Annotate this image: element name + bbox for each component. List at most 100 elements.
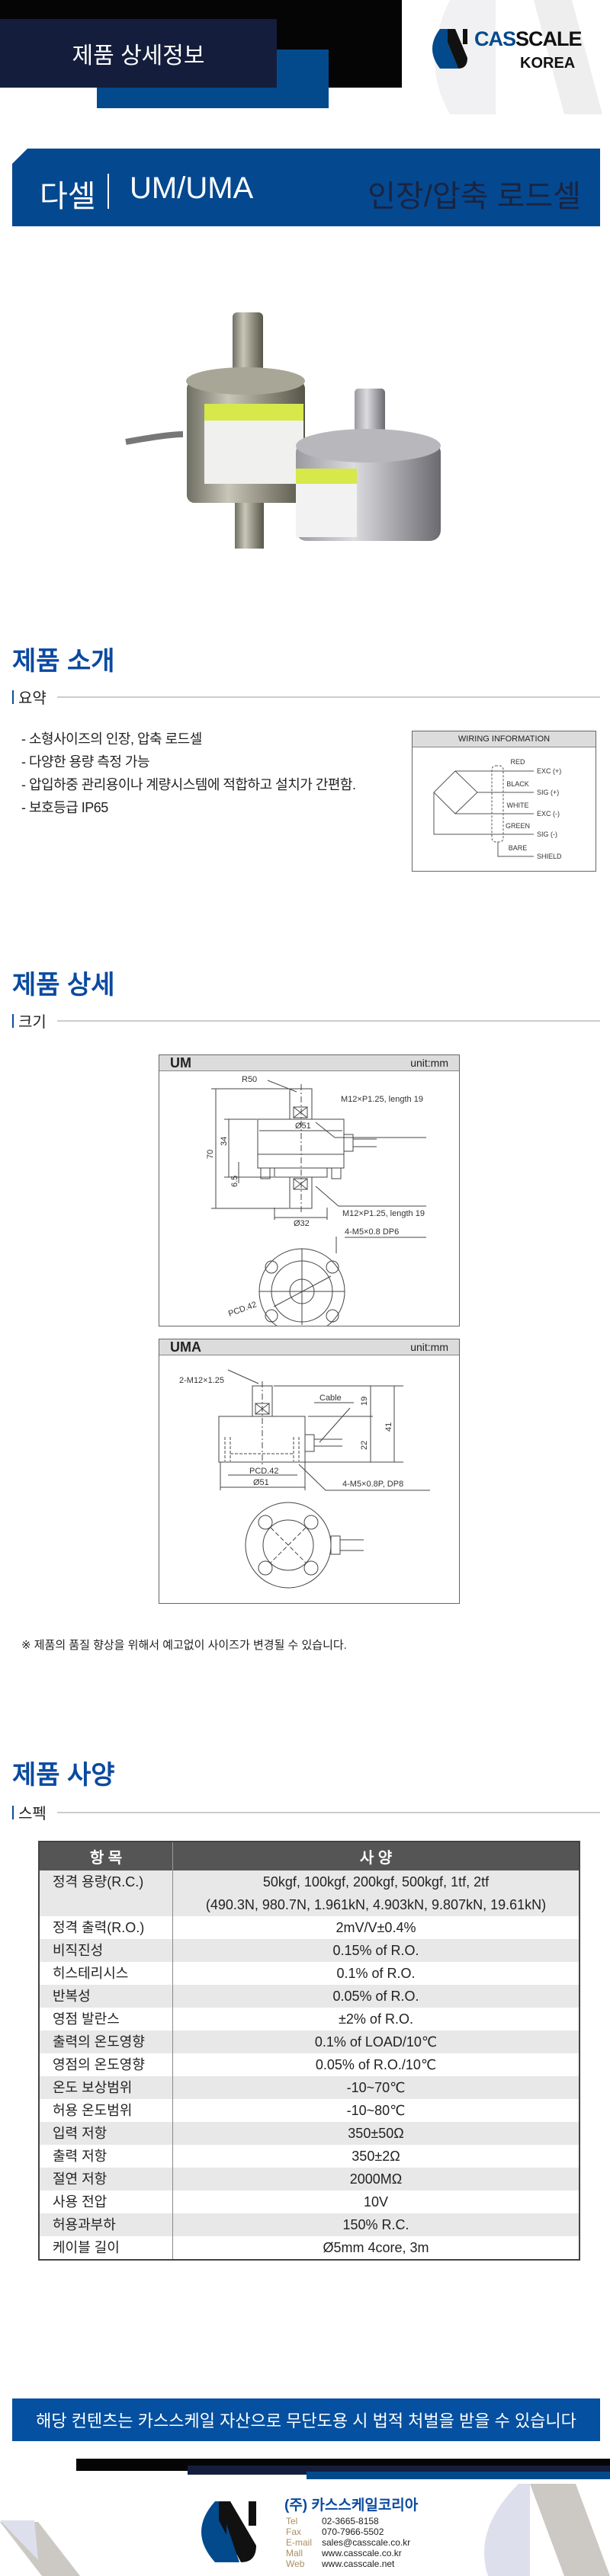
company-name: (주) 카스스케일코리아	[284, 2498, 419, 2514]
cs-logo-icon	[432, 29, 467, 69]
product-type: 인장/압축 로드셀	[368, 180, 581, 213]
wire-signal: EXC (-)	[537, 810, 560, 818]
spec-value: 0.05% of R.O.	[172, 1985, 580, 2008]
product-model: UM/UMA	[130, 171, 254, 205]
footer-watermark-left	[0, 2520, 80, 2576]
drawing-unit: unit:mm	[410, 1057, 448, 1069]
spec-item: 입력 저항	[39, 2122, 173, 2145]
page-title: 제품 상세정보	[72, 43, 205, 69]
spec-value: -10~80℃	[346, 2103, 406, 2118]
dim-label: 6.5	[230, 1176, 239, 1187]
spec-item: 비직진성	[39, 1939, 173, 1962]
dim-label: 19	[360, 1397, 369, 1406]
table-row: 허용 온도범위 -10~80℃	[39, 2099, 580, 2122]
wire-signal: SIG (-)	[537, 830, 557, 838]
spec-item: 영점 발란스	[39, 2008, 173, 2030]
dim-label: 4-M5×0.8P, DP8	[342, 1480, 403, 1489]
spec-value: -10~70℃	[172, 2076, 580, 2099]
summary-list: - 소형사이즈의 인장, 압축 로드셀 - 다양한 용량 측정 가능 - 압입하…	[21, 728, 399, 819]
table-row: 온도 보상범위-10~70℃	[39, 2076, 580, 2099]
list-item: - 보호등급 IP65	[21, 800, 108, 815]
column-header: 사 양	[172, 1842, 580, 1870]
copyright-banner: 해당 컨텐츠는 카스스케일 자산으로 무단도용 시 법적 처벌을 받을 수 있습…	[12, 2398, 600, 2441]
dim-label: 2-M12×1.25	[179, 1376, 224, 1385]
wire-color: BARE	[509, 844, 528, 852]
copyright-text: 해당 컨텐츠는 카스스케일 자산으로 무단도용 시 법적 처벌을 받을 수 있습…	[36, 2411, 576, 2430]
spec-value: 2000MΩ	[172, 2168, 580, 2190]
subsection-label: 스펙	[18, 1806, 47, 1822]
size-change-note: ※ 제품의 품질 향상을 위해서 예고없이 사이즈가 변경될 수 있습니다.	[21, 1639, 347, 1652]
section-title-spec: 제품 사양	[12, 1761, 115, 1790]
dim-label: Ø51	[253, 1478, 269, 1487]
column-header: 항 목	[39, 1842, 173, 1870]
wire-color: BLACK	[506, 780, 529, 788]
spec-value: 350±50Ω	[172, 2122, 580, 2145]
dim-label: Ø32	[294, 1219, 310, 1228]
dim-label: 70	[206, 1150, 215, 1159]
spec-value: 50kgf, 100kgf, 200kgf, 500kgf, 1tf, 2tf(…	[172, 1870, 580, 1916]
spec-item: 정격 출력(R.O.)	[39, 1916, 173, 1939]
spec-item: 온도 보상범위	[39, 2076, 173, 2099]
dim-label: R50	[242, 1075, 257, 1084]
drawing-unit: unit:mm	[410, 1341, 448, 1353]
spec-item: 출력의 온도영향	[39, 2030, 173, 2053]
wire-color: GREEN	[506, 822, 530, 830]
dim-label: 34	[220, 1137, 229, 1146]
title-divider	[108, 174, 109, 209]
list-item: - 다양한 용량 측정 가능	[21, 754, 150, 770]
dim-label: 22	[360, 1441, 369, 1450]
table-row: 케이블 길이 Ø5mm 4core, 3m	[39, 2236, 580, 2260]
subsection-summary: 요약	[12, 686, 600, 708]
spec-value: 0.1% of R.O.	[336, 1966, 416, 1981]
product-brand: 다셀	[40, 180, 96, 213]
spec-item: 절연 저항	[39, 2168, 173, 2190]
table-row: 영점 발란스 ±2% of R.O.	[39, 2008, 580, 2030]
spec-item: 케이블 길이	[39, 2236, 173, 2260]
product-title-bar	[12, 149, 600, 226]
spec-value: 2mV/V±0.4%	[336, 1920, 416, 1935]
subsection-label: 크기	[18, 1014, 47, 1031]
spec-item: 사용 전압	[39, 2190, 173, 2213]
list-item: - 소형사이즈의 인장, 압축 로드셀	[21, 731, 202, 747]
spec-item: 허용과부하	[39, 2213, 173, 2236]
spec-value: ±2% of R.O.	[339, 2011, 413, 2027]
wiring-diagram: RED EXC (+) BLACK SIG (+) WHITE EXC (-) …	[433, 758, 562, 860]
brand-logo-text: CASSCALE	[474, 27, 583, 50]
header-title-box: 제품 상세정보	[0, 19, 277, 88]
um-dimension-drawing: R50 M12×P1.25, length 19 Ø51 70 34 6.5 M…	[206, 1075, 426, 1326]
wire-signal: EXC (+)	[537, 767, 561, 775]
subsection-spec: 스펙	[12, 1801, 600, 1823]
footer-stripe	[307, 2472, 610, 2479]
spec-value: Ø5mm 4core, 3m	[323, 2240, 429, 2255]
spec-value: 150% R.C.	[172, 2213, 580, 2236]
spec-value: 0.05% of R.O./10℃	[315, 2057, 437, 2072]
company-logo-icon	[201, 2501, 256, 2562]
section-title-intro: 제품 소개	[12, 647, 115, 676]
dim-label: Ø51	[295, 1122, 311, 1131]
list-item: - 압입하중 관리용이나 계량시스템에 적합하고 설치가 간편함.	[21, 777, 356, 792]
spec-item: 허용 온도범위	[39, 2099, 173, 2122]
dim-label: PCD.42	[227, 1300, 258, 1318]
spec-table: 항 목 사 양 정격 용량(R.C.)50kgf, 100kgf, 200kgf…	[38, 1841, 580, 2261]
spec-item: 출력 저항	[39, 2145, 173, 2168]
dim-label: PCD.42	[249, 1467, 279, 1476]
wiring-information-box: WIRING INFORMATION RED EXC (+) BLACK SIG…	[412, 731, 596, 872]
wire-signal: SHIELD	[537, 853, 562, 860]
drawing-name: UM	[170, 1054, 191, 1070]
spec-value: 10V	[363, 2194, 389, 2210]
spec-value: 0.15% of R.O.	[172, 1939, 580, 1962]
section-title-detail: 제품 상세	[12, 971, 115, 1000]
spec-value: 350±2Ω	[352, 2149, 400, 2164]
drawing-name: UMA	[170, 1339, 201, 1355]
